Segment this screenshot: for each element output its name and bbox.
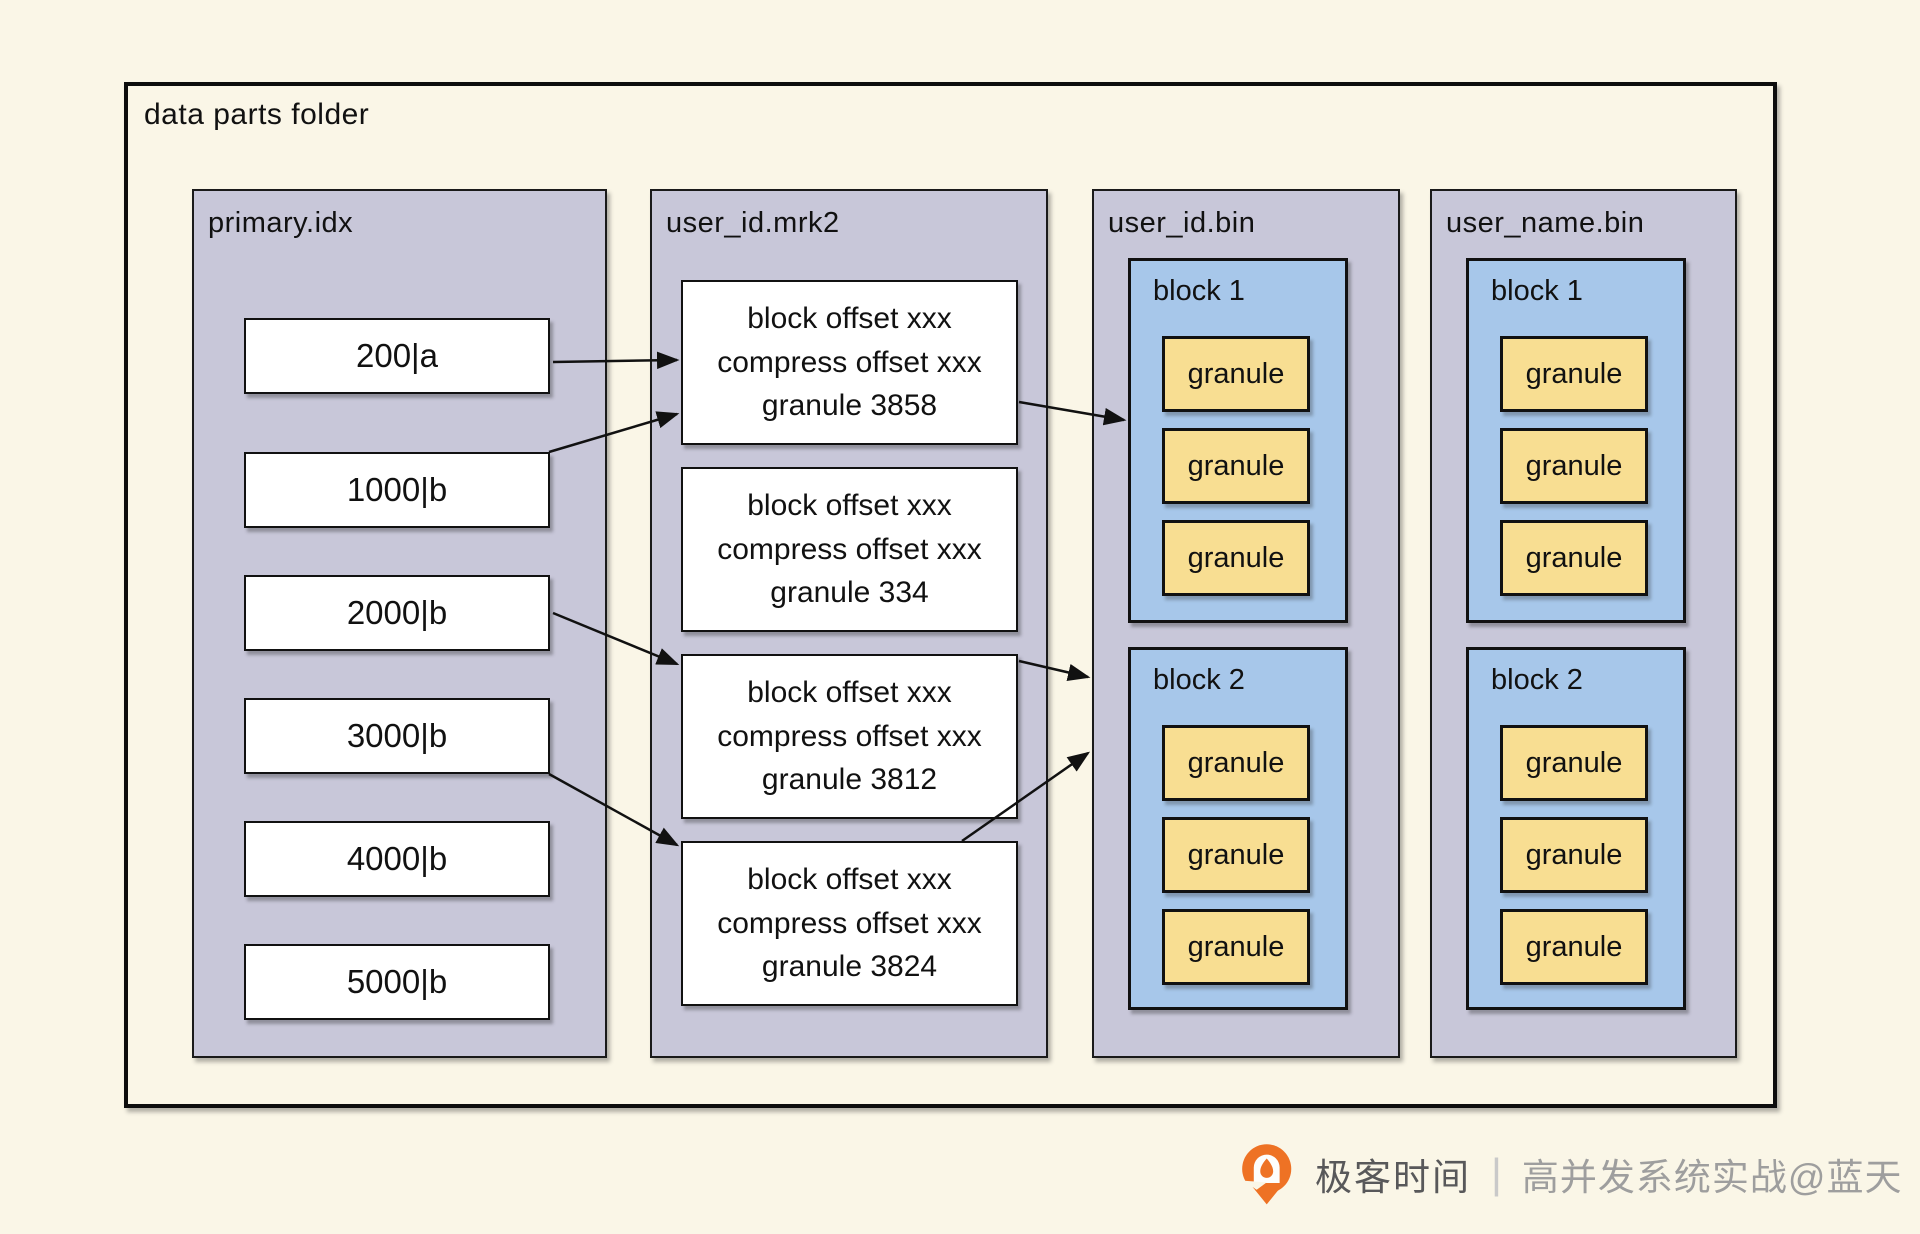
mark-line: compress offset xxx <box>717 345 982 379</box>
mark-line: compress offset xxx <box>717 906 982 940</box>
column-title: primary.idx <box>208 207 354 239</box>
primary-row-1000b: 1000|b <box>244 452 550 528</box>
primary-row-4000b: 4000|b <box>244 821 550 897</box>
mark-line: compress offset xxx <box>717 719 982 753</box>
mark-line: granule 3812 <box>761 763 938 797</box>
mrk2-mark-3824: block offset xxx compress offset xxx gra… <box>681 841 1018 1006</box>
column-primary-idx: primary.idx 200|a 1000|b 2000|b 3000|b 4… <box>192 189 607 1058</box>
column-title: user_id.bin <box>1108 207 1256 239</box>
granule-cell: granule <box>1500 817 1648 893</box>
block-title: block 1 <box>1153 275 1245 307</box>
mark-line: granule 3824 <box>761 950 938 984</box>
diagram-title: data parts folder <box>144 98 370 131</box>
footer-watermark: 极客时间 | 高并发系统实战@蓝天 <box>1237 1136 1902 1212</box>
granule-cell: granule <box>1500 520 1648 596</box>
brand-name: 极客时间 <box>1315 1157 1471 1198</box>
user-name-bin-block-1: block 1 granule granule granule <box>1466 258 1686 623</box>
granule-cell: granule <box>1162 336 1310 412</box>
mrk2-mark-3858: block offset xxx compress offset xxx gra… <box>681 280 1018 445</box>
granule-cell: granule <box>1500 336 1648 412</box>
data-parts-folder-box: data parts folder <box>124 82 1777 1108</box>
mrk2-mark-334: block offset xxx compress offset xxx gra… <box>681 467 1018 632</box>
credit-text: 高并发系统实战@蓝天 <box>1521 1157 1903 1198</box>
primary-row-200a: 200|a <box>244 318 550 394</box>
mark-line: block offset xxx <box>747 302 952 336</box>
granule-cell: granule <box>1162 520 1310 596</box>
mark-line: block offset xxx <box>747 676 952 710</box>
granule-cell: granule <box>1162 725 1310 801</box>
user-id-bin-block-1: block 1 granule granule granule <box>1128 258 1348 623</box>
mark-line: granule 3858 <box>761 389 938 423</box>
footer-divider: | <box>1491 1150 1502 1197</box>
granule-cell: granule <box>1162 428 1310 504</box>
mark-line: block offset xxx <box>747 863 952 897</box>
primary-row-5000b: 5000|b <box>244 944 550 1020</box>
block-title: block 1 <box>1491 275 1583 307</box>
granule-cell: granule <box>1500 428 1648 504</box>
mark-line: block offset xxx <box>747 489 952 523</box>
granule-cell: granule <box>1162 909 1310 985</box>
primary-row-3000b: 3000|b <box>244 698 550 774</box>
column-user-id-bin: user_id.bin block 1 granule granule gran… <box>1092 189 1400 1058</box>
column-title: user_id.mrk2 <box>666 207 840 239</box>
primary-row-2000b: 2000|b <box>244 575 550 651</box>
granule-cell: granule <box>1500 725 1648 801</box>
block-title: block 2 <box>1153 664 1245 696</box>
user-name-bin-block-2: block 2 granule granule granule <box>1466 647 1686 1010</box>
granule-cell: granule <box>1162 817 1310 893</box>
mark-line: compress offset xxx <box>717 532 982 566</box>
user-id-bin-block-2: block 2 granule granule granule <box>1128 647 1348 1010</box>
column-user-id-mrk2: user_id.mrk2 block offset xxx compress o… <box>650 189 1048 1058</box>
mark-line: granule 334 <box>770 576 929 610</box>
column-user-name-bin: user_name.bin block 1 granule granule gr… <box>1430 189 1737 1058</box>
block-title: block 2 <box>1491 664 1583 696</box>
granule-cell: granule <box>1500 909 1648 985</box>
mrk2-mark-3812: block offset xxx compress offset xxx gra… <box>681 654 1018 819</box>
geektime-logo-icon <box>1240 1144 1292 1205</box>
column-title: user_name.bin <box>1446 207 1645 239</box>
